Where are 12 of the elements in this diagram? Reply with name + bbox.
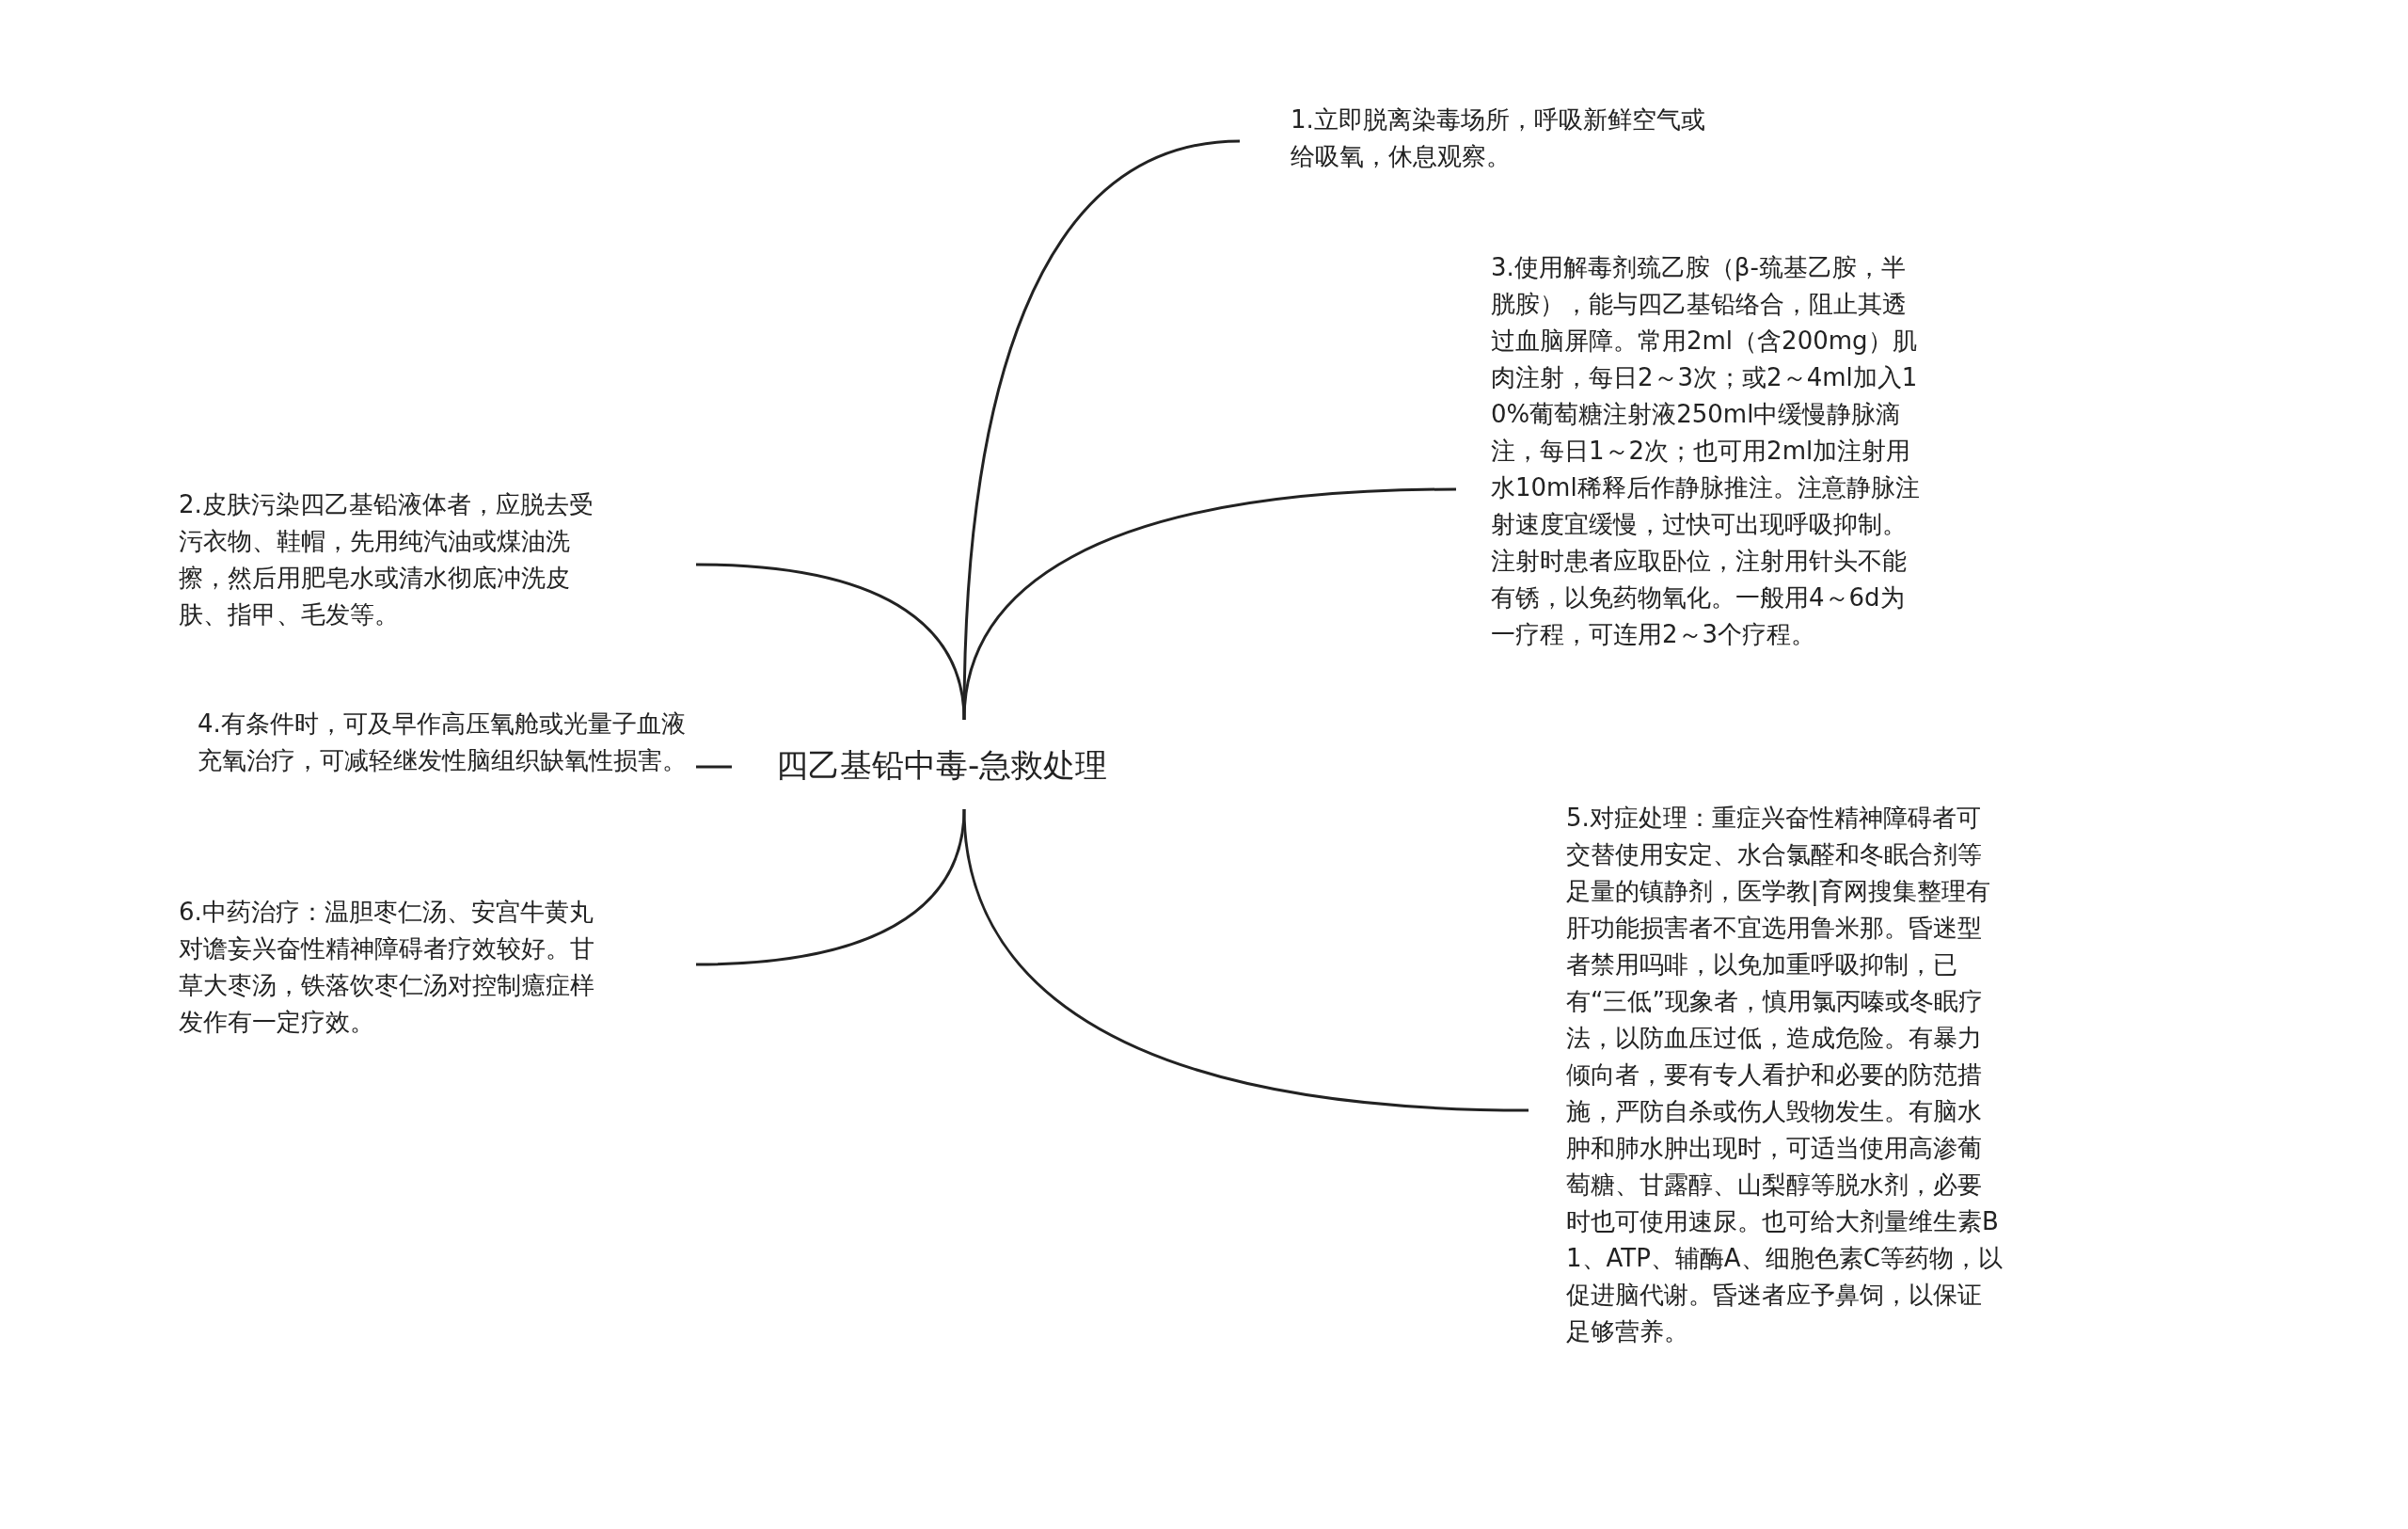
branch-line bbox=[962, 808, 1529, 1112]
central-topic: 四乙基铅中毒-急救处理 bbox=[776, 745, 1108, 784]
branch-line bbox=[695, 808, 966, 966]
branch-line bbox=[962, 487, 1457, 721]
branch-text: 3.使用解毒剂巯乙胺（β-巯基乙胺，半胱胺），能与四乙基铅络合，阻止其透过血脑屏障。常用2ml（含200mg）肌肉注射，每日2～3次；或2～4ml加入10%葡萄糖注射液250ml中缓慢静脉滴注，每日1～2次；也可用2ml加注射用水10ml稀释后作静脉推注。注意静脉注射速度宜缓慢，过快可出现呼吸抑制。注射时患者应取卧位，注射用针头不能有锈，以免药物氧化。一般用4～6d为一疗程，可连用2～3个疗程。 bbox=[1491, 252, 1921, 650]
branch-line bbox=[696, 765, 732, 769]
branch-text: 2.皮肤污染四乙基铅液体者，应脱去受污衣物、鞋帽，先用纯汽油或煤油洗擦，然后用肥皂水或清水彻底冲洗皮肤、指甲、毛发等。 bbox=[179, 489, 594, 630]
branch-text: 1.立即脱离染毒场所，呼吸新鲜空气或给吸氧，休息观察。 bbox=[1291, 104, 1706, 172]
branch-text: 4.有条件时，可及早作高压氧舱或光量子血液充氧治疗，可减轻继发性脑组织缺氧性损害。 bbox=[198, 709, 688, 776]
branch-text: 5.对症处理：重症兴奋性精神障碍者可交替使用安定、水合氯醛和冬眠合剂等足量的镇静剂，医学教|育网搜集整理有肝功能损害者不宜选用鲁米那。昏迷型者禁用吗啡，以免加重呼吸抑制，已有“三低”现象者，慎用氯丙嗪或冬眠疗法，以防血压过低，造成危险。有暴力倾向者，要有专人看护和必要的防范措施，严防自杀或伤人毁物发生。有脑水肿和肺水肿出现时，可适当使用高渗葡萄糖、甘露醇、山梨醇等脱水剂，必要时也可使用速尿。也可给大剂量维生素B1、ATP、辅酶A、细胞色素C等药物，以促进脑代谢。昏迷者应予鼻饲，以保证足够营养。 bbox=[1566, 803, 2004, 1347]
branch-text: 6.中药治疗：温胆枣仁汤、安宫牛黄丸对谵妄兴奋性精神障碍者疗效较好。甘草大枣汤，铁落饮枣仁汤对控制癔症样发作有一定疗效。 bbox=[179, 897, 595, 1038]
branch-line bbox=[695, 563, 966, 721]
